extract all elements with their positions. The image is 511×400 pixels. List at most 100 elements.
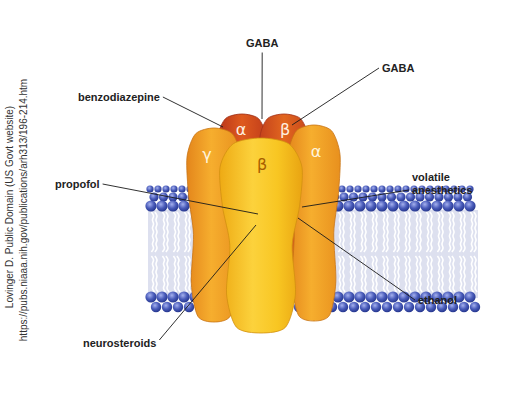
subunit-letter: γ (197, 146, 217, 164)
lipid-head (151, 302, 161, 312)
lipid-head (173, 302, 183, 312)
lipid-head (343, 291, 354, 302)
lipid-tail (452, 256, 455, 292)
lipid-head (431, 200, 442, 211)
lipid-tail (474, 212, 476, 252)
leader-line (103, 184, 258, 214)
lipid-tail (360, 212, 362, 252)
lipid-tail (459, 212, 461, 252)
lipid-head (349, 192, 358, 201)
lipid-head (376, 200, 387, 211)
lipid-tail (155, 256, 158, 292)
lipid-tail (184, 256, 187, 292)
lipid-tail (426, 256, 429, 292)
leader-line (292, 68, 379, 125)
lipid-tail (463, 212, 465, 252)
lipid-tail (404, 212, 406, 252)
lipid-tail (364, 212, 366, 252)
lipid-tail (404, 256, 407, 292)
lipid-tail (173, 212, 175, 252)
lipid-tail (393, 212, 395, 252)
lipid-tail (382, 256, 385, 292)
leader-line (163, 97, 223, 127)
lipid-head (349, 302, 359, 312)
lipid-tail (386, 256, 389, 292)
lipid-head (382, 302, 392, 312)
lipid-tail (430, 256, 433, 292)
lipid-head (362, 185, 369, 192)
lipid-head (178, 291, 189, 302)
binding-site-label: neurosteroids (83, 337, 156, 350)
lipid-tail (441, 256, 444, 292)
lipid-tail (162, 256, 165, 292)
lipid-tail (177, 212, 179, 252)
lipid-tail (419, 256, 422, 292)
subunit-outline (220, 138, 303, 333)
credit-note: https://pubs.niaaa.nih.gov/publications/… (18, 79, 30, 341)
lipid-head (470, 302, 480, 312)
lipid-tail (474, 256, 477, 292)
lipid-tail (162, 212, 164, 252)
lipid-tail (353, 212, 355, 252)
lipid-head (387, 192, 396, 201)
lipid-head (360, 302, 370, 312)
lipid-tail (371, 212, 373, 252)
lipid-head (338, 302, 348, 312)
lipid-head (376, 291, 387, 302)
lipid-tail (397, 256, 400, 292)
lipid-tail (437, 256, 440, 292)
lipid-tail (349, 256, 352, 292)
lipid-tail (470, 256, 473, 292)
lipid-head (409, 200, 420, 211)
lipid-tail (470, 212, 472, 252)
lipid-head (162, 302, 172, 312)
binding-site-label: propofol (55, 178, 100, 191)
lipid-head (453, 200, 464, 211)
leader-line (298, 218, 415, 300)
binding-site-label: volatile anesthetics (412, 171, 486, 197)
lipid-tail (188, 212, 190, 252)
lipid-head (184, 302, 194, 312)
lipid-head (464, 291, 475, 302)
lipid-head (167, 291, 178, 302)
lipid-head (354, 185, 361, 192)
lipid-tail (386, 212, 388, 252)
lipid-tail (353, 256, 356, 292)
lipid-head (145, 200, 156, 211)
lipid-tail (419, 212, 421, 252)
lipid-tail (177, 256, 180, 292)
lipid-head (365, 291, 376, 302)
lipid-tail (397, 212, 399, 252)
subunit-letter: β (275, 121, 295, 139)
lipid-tail (349, 212, 351, 252)
lipid-head (398, 200, 409, 211)
lipid-tail (184, 212, 186, 252)
lipid-tail (342, 212, 344, 252)
lipid-head (464, 200, 475, 211)
lipid-head (178, 185, 185, 192)
lipid-tail (173, 256, 176, 292)
lipid-head (402, 185, 409, 192)
lipid-head (346, 185, 353, 192)
lipid-head (343, 200, 354, 211)
lipid-head (370, 185, 377, 192)
lipid-head (387, 200, 398, 211)
binding-site-label: ethanol (418, 294, 457, 307)
binding-site-label: GABA (246, 37, 278, 50)
lipid-head (145, 291, 156, 302)
lipid-head (442, 200, 453, 211)
lipid-head (398, 291, 409, 302)
binding-site-label: benzodiazepine (78, 91, 160, 104)
lipid-tail (448, 256, 451, 292)
leader-line (159, 225, 256, 340)
lipid-head (167, 200, 178, 211)
leader-line (262, 53, 263, 120)
lipid-tail (408, 212, 410, 252)
lipid-tail (166, 212, 168, 252)
leader-line (302, 190, 409, 207)
lipid-tail (360, 256, 363, 292)
lipid-head (156, 200, 167, 211)
lipid-tail (437, 212, 439, 252)
lipid-head (178, 200, 189, 211)
